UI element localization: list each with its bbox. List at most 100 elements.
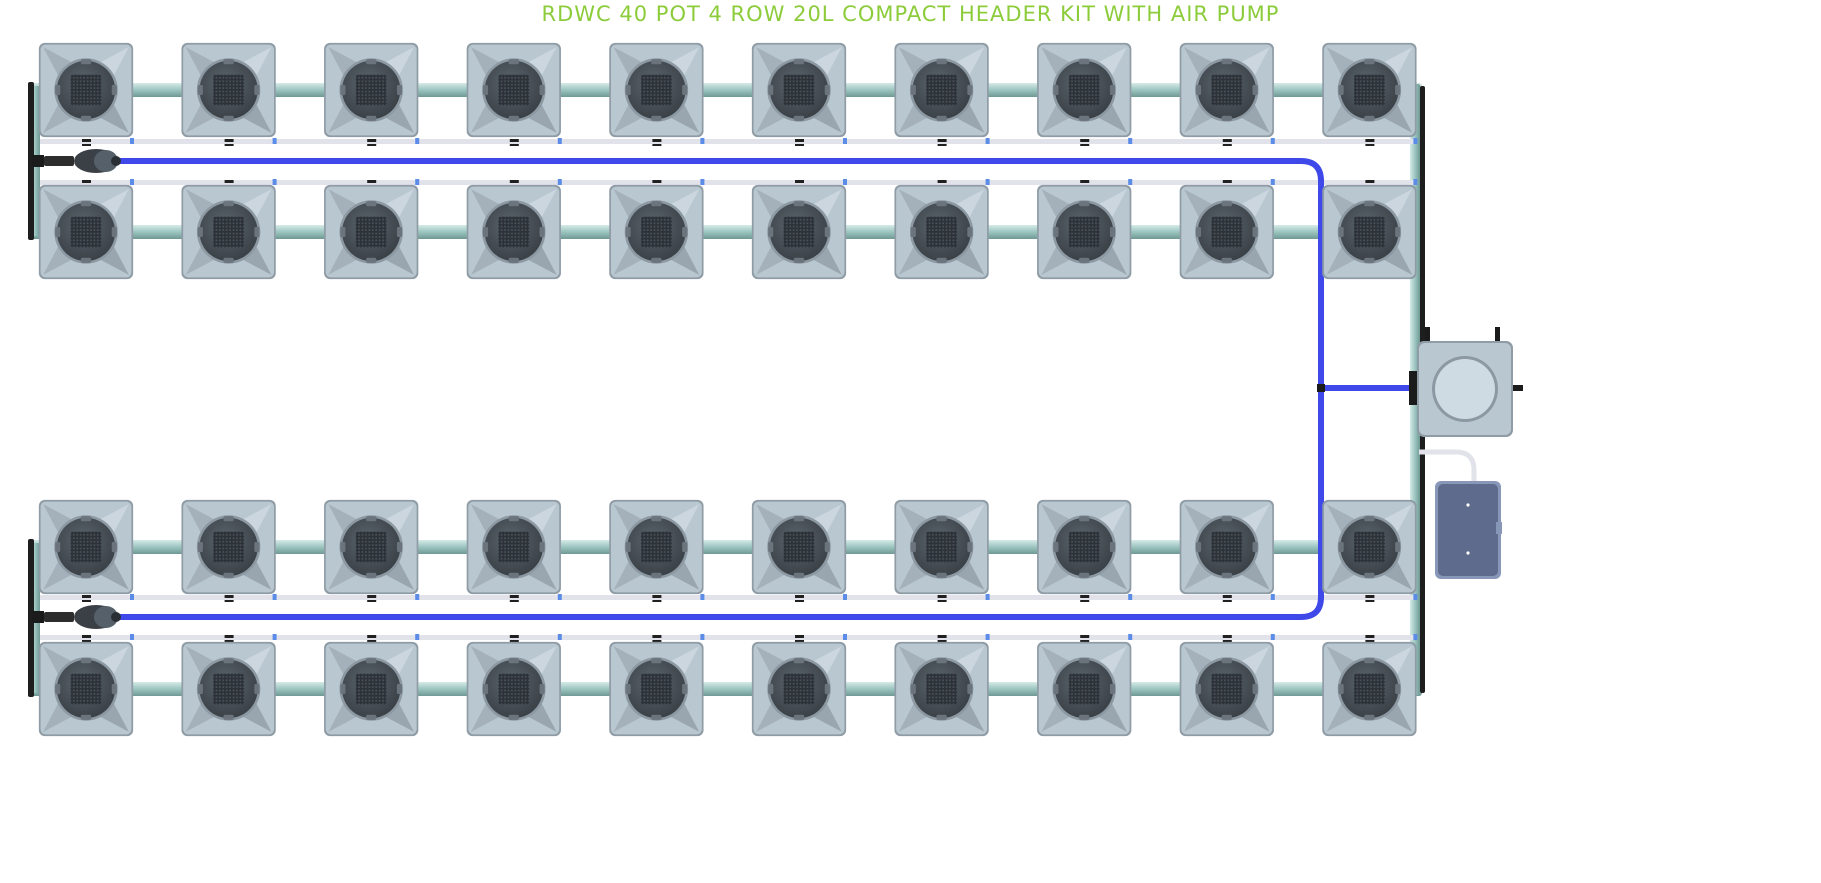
air-stone-marker <box>843 594 847 600</box>
pump-outlet <box>111 612 121 622</box>
grow-pot <box>324 42 419 138</box>
air-stone-marker <box>130 594 134 600</box>
drip-marker <box>1222 180 1232 183</box>
drip-marker <box>795 595 804 598</box>
grow-pot <box>894 499 989 595</box>
drip-marker <box>1222 640 1232 642</box>
air-stone-marker <box>700 179 705 185</box>
air-stone-marker <box>415 179 420 185</box>
drip-marker <box>509 635 519 638</box>
air-pump <box>1435 481 1502 579</box>
grow-pot <box>1322 499 1417 595</box>
grow-pot <box>38 184 134 280</box>
air-pump-screw <box>1466 503 1470 507</box>
drip-marker <box>82 635 91 638</box>
air-stone-marker <box>415 594 420 600</box>
drip-marker <box>652 595 662 598</box>
drip-marker <box>509 640 519 642</box>
header-tank-lid <box>1435 359 1495 419</box>
pump-connector <box>44 612 74 622</box>
left-manifold-cap <box>28 82 34 240</box>
left-manifold-cap <box>28 539 34 697</box>
drip-marker <box>795 635 804 638</box>
air-stone-marker <box>843 634 847 640</box>
drip-marker <box>1222 144 1232 146</box>
grow-pot <box>1037 184 1132 280</box>
drip-marker <box>82 595 91 598</box>
grow-pot <box>751 42 847 138</box>
drip-marker <box>795 144 804 146</box>
drip-marker <box>367 635 377 638</box>
drip-marker <box>937 640 947 642</box>
drip-marker <box>652 600 662 602</box>
air-stone-marker <box>272 179 277 185</box>
grow-pot <box>181 184 276 280</box>
drip-marker <box>652 635 662 638</box>
drip-marker <box>1080 640 1090 642</box>
air-stone-marker <box>557 594 562 600</box>
air-stone-marker <box>700 138 705 144</box>
grow-pot <box>1322 641 1417 737</box>
drip-marker <box>1222 595 1232 598</box>
air-stone-marker <box>1270 138 1275 144</box>
air-stone-marker <box>415 138 420 144</box>
grow-pot <box>181 42 276 138</box>
return-tee <box>1317 384 1325 392</box>
drip-marker <box>367 595 377 598</box>
grow-pot <box>1322 42 1417 138</box>
grow-pot <box>38 42 134 138</box>
drip-marker <box>1365 640 1375 642</box>
air-stone-marker <box>700 594 705 600</box>
air-pump-screw <box>1466 551 1470 555</box>
pump-head <box>94 606 118 628</box>
drip-marker <box>509 600 519 602</box>
drip-marker <box>1222 139 1232 142</box>
air-line <box>40 635 1416 640</box>
grow-pot <box>894 42 989 138</box>
drip-marker <box>652 180 662 183</box>
air-stone-marker <box>272 138 277 144</box>
grow-pot <box>466 42 561 138</box>
drip-marker <box>509 139 519 142</box>
drip-marker <box>82 600 91 602</box>
drip-marker <box>1222 635 1232 638</box>
grow-pot <box>324 184 419 280</box>
air-stone-marker <box>130 179 134 185</box>
drip-marker <box>224 595 234 598</box>
grow-pot <box>38 499 134 595</box>
drip-marker <box>82 180 91 183</box>
header-tank-port <box>1425 327 1430 341</box>
grow-pot <box>181 499 276 595</box>
drip-marker <box>937 139 947 142</box>
drip-marker <box>937 144 947 146</box>
grow-pot <box>609 184 704 280</box>
air-stone-marker <box>985 179 990 185</box>
air-pump-tube <box>1419 449 1477 482</box>
grow-pot <box>1322 184 1417 280</box>
grow-pot <box>609 641 704 737</box>
drip-marker <box>509 144 519 146</box>
drip-marker <box>367 640 377 642</box>
air-pump-outlet <box>1496 522 1502 534</box>
air-stone-marker <box>130 634 134 640</box>
drip-marker <box>367 144 377 146</box>
air-stone-marker <box>1128 138 1133 144</box>
page-title: RDWC 40 POT 4 ROW 20L COMPACT HEADER KIT… <box>541 2 1280 26</box>
header-tank <box>1409 327 1523 437</box>
grow-pot <box>609 42 704 138</box>
drip-marker <box>224 144 234 146</box>
pump-outlet <box>111 156 121 166</box>
drip-marker <box>795 640 804 642</box>
air-stone-marker <box>415 634 420 640</box>
water-pump <box>32 605 121 629</box>
drip-marker <box>1365 635 1375 638</box>
drip-marker <box>1080 635 1090 638</box>
air-line <box>40 139 1416 144</box>
grow-pot <box>324 641 419 737</box>
drip-marker <box>82 640 91 642</box>
grow-pot <box>894 184 989 280</box>
grow-pot <box>1179 499 1274 595</box>
grow-pot <box>466 184 561 280</box>
grow-pot <box>1037 42 1132 138</box>
